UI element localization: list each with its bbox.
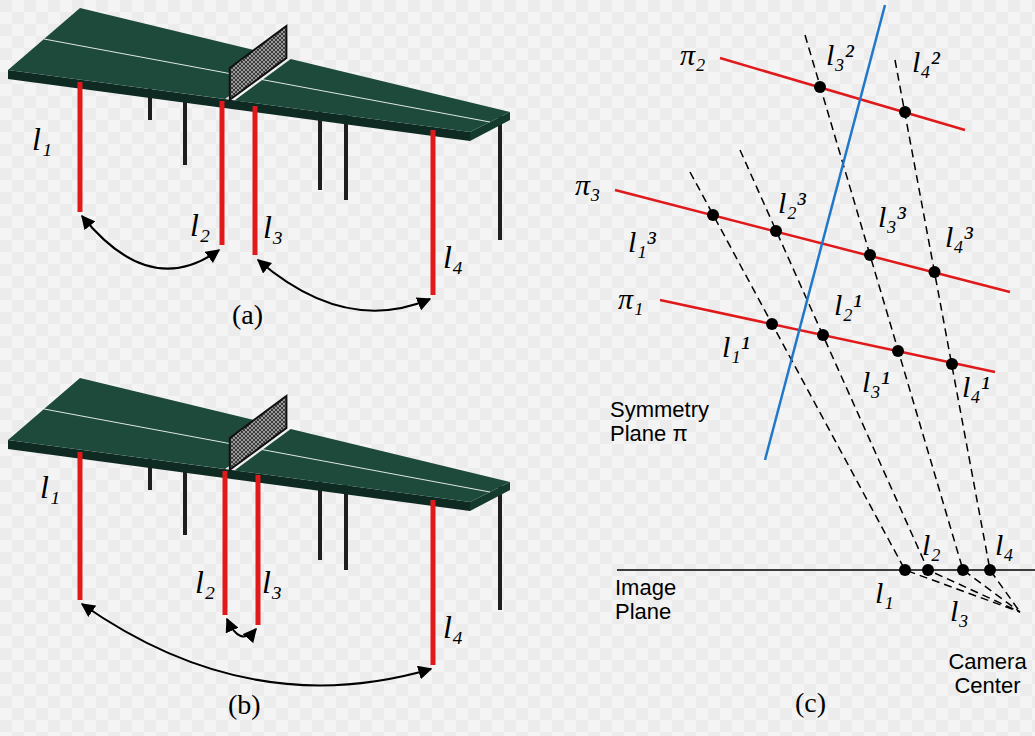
image-point-label: l₃ <box>950 594 969 627</box>
leg-label: l₄ <box>443 240 463 275</box>
table-top <box>234 59 510 132</box>
panel-caption: (c) <box>795 688 826 719</box>
point-label: l₄¹ <box>962 370 990 403</box>
image-plane-label: Image Plane <box>615 576 695 624</box>
point-label: l₂³ <box>778 186 806 219</box>
symmetry-plane-label: Symmetry Plane π <box>610 398 740 446</box>
point-label: l₄³ <box>945 220 973 253</box>
point-label: l₄² <box>912 45 940 78</box>
highlighted-legs <box>80 82 433 665</box>
plane-lines <box>615 58 1010 372</box>
geometry-panel <box>615 5 1035 612</box>
point-label: l₃² <box>826 38 854 71</box>
pair-arrows <box>82 216 431 685</box>
plane-label: π₃ <box>575 168 600 201</box>
image-point-label: l₁ <box>875 576 894 609</box>
leg-label: l₁ <box>32 122 52 157</box>
panel-caption: (b) <box>228 690 261 721</box>
point-label: l₁³ <box>628 225 656 258</box>
image-point-label: l₂ <box>922 528 941 561</box>
leg-label: l₂ <box>195 565 215 600</box>
panel-caption: (a) <box>232 300 263 331</box>
point-label: l₂¹ <box>834 288 862 321</box>
point-label: l₁¹ <box>722 330 750 363</box>
leg-label: l₃ <box>262 565 282 600</box>
leg-label: l₃ <box>263 210 283 245</box>
leg-label: l₄ <box>443 610 463 645</box>
image-plane <box>617 569 1035 571</box>
leg-label: l₁ <box>40 470 60 505</box>
point-label: l₃¹ <box>862 365 890 398</box>
plane-label: π₁ <box>618 282 643 315</box>
point-label: l₃³ <box>878 200 906 233</box>
plane-label: π₂ <box>680 38 705 71</box>
leg-label: l₂ <box>190 208 210 243</box>
image-point-label: l₄ <box>995 528 1014 561</box>
camera-center-label: Camera Center <box>945 650 1030 698</box>
table-net <box>230 26 287 100</box>
points <box>707 81 996 576</box>
